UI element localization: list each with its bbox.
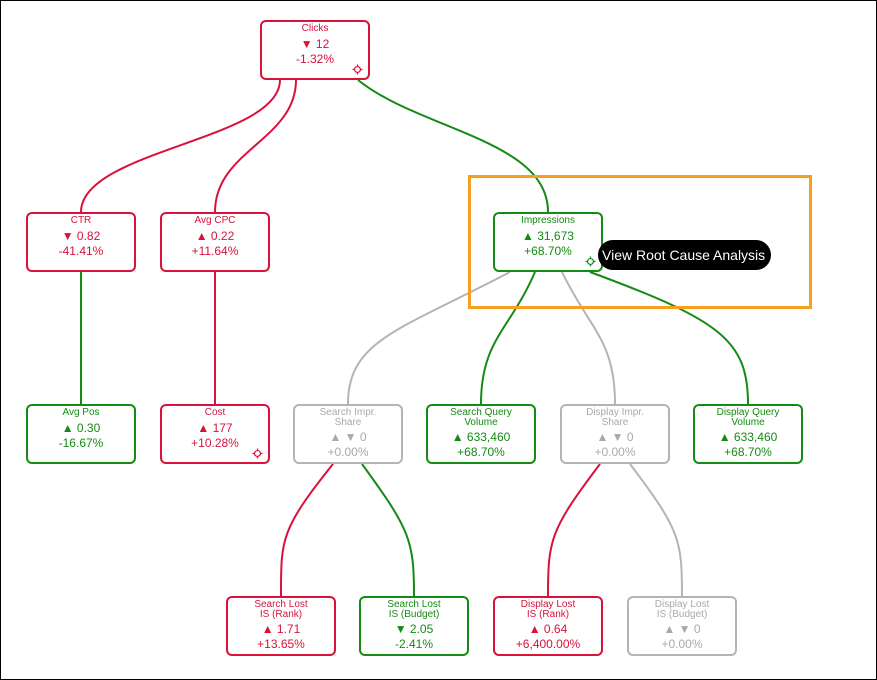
node-change: -16.67%: [58, 436, 104, 450]
edge-clicks-ctr: [80, 79, 281, 213]
node-label: Impressions: [521, 215, 575, 226]
node-change: +13.65%: [257, 637, 305, 651]
node-change: +0.00%: [661, 637, 703, 651]
node-change: +6,400.00%: [515, 637, 581, 651]
edge-impr-searchvol: [480, 271, 536, 405]
node-impressions[interactable]: Impressions ▲ 31,673 +68.70%: [493, 212, 603, 272]
node-display-query-volume[interactable]: Display Query Volume ▲ 633,460 +68.70%: [693, 404, 803, 464]
node-search-impr-share[interactable]: Search Impr. Share ▲ ▼ 0 +0.00%: [293, 404, 403, 464]
node-label-line1: Display Lost: [520, 599, 576, 610]
node-label-line2: IS (Rank): [259, 609, 303, 620]
node-value: ▲ 633,460: [451, 430, 511, 444]
node-value: ▼ 2.05: [394, 622, 434, 636]
node-label: CTR: [70, 215, 92, 226]
node-value: ▼ 0.82: [61, 229, 101, 243]
node-value: ▲ ▼ 0: [596, 430, 634, 444]
node-label-line1: Display Lost: [654, 599, 710, 610]
node-change: +0.00%: [327, 445, 369, 459]
node-label-line2: IS (Rank): [526, 609, 570, 620]
edge-impr-displayshare: [561, 271, 616, 405]
node-label-line1: Display Impr.: [586, 407, 644, 418]
edge-searchshare-budget: [361, 463, 415, 597]
node-change: +68.70%: [524, 244, 572, 258]
node-label-line1: Search Query: [450, 407, 512, 418]
node-value: ▲ 633,460: [718, 430, 778, 444]
node-label-line2: Volume: [731, 417, 765, 428]
node-value: ▲ 177: [197, 421, 233, 435]
node-label-line2: Share: [334, 417, 362, 428]
node-label-line1: Display Query: [716, 407, 780, 418]
node-value: ▲ 1.71: [261, 622, 301, 636]
edge-displayshare-budget: [629, 463, 683, 597]
node-value: ▲ 0.64: [528, 622, 568, 636]
crosshair-move-icon[interactable]: [252, 448, 263, 459]
node-display-lost-is-budget[interactable]: Display Lost IS (Budget) ▲ ▼ 0 +0.00%: [627, 596, 737, 656]
node-value: ▲ 31,673: [522, 229, 574, 243]
node-avg-cpc[interactable]: Avg CPC ▲ 0.22 +11.64%: [160, 212, 270, 272]
node-change: +10.28%: [191, 436, 239, 450]
node-change: +11.64%: [191, 244, 239, 258]
node-value: ▲ ▼ 0: [663, 622, 701, 636]
node-value: ▼ 12: [300, 37, 330, 51]
node-value: ▲ 0.22: [195, 229, 235, 243]
node-cost[interactable]: Cost ▲ 177 +10.28%: [160, 404, 270, 464]
node-change: -2.41%: [394, 637, 434, 651]
edge-impr-searchshare: [347, 271, 511, 405]
edge-searchshare-rank: [279, 463, 334, 597]
node-search-lost-is-rank[interactable]: Search Lost IS (Rank) ▲ 1.71 +13.65%: [226, 596, 336, 656]
node-display-lost-is-rank[interactable]: Display Lost IS (Rank) ▲ 0.64 +6,400.00%: [493, 596, 603, 656]
node-display-impr-share[interactable]: Display Impr. Share ▲ ▼ 0 +0.00%: [560, 404, 670, 464]
crosshair-move-icon[interactable]: [585, 256, 596, 267]
node-label-line2: Volume: [464, 417, 498, 428]
node-change: -1.32%: [295, 52, 335, 66]
node-label-line1: Search Lost: [387, 599, 441, 610]
node-change: -41.41%: [58, 244, 104, 258]
node-value: ▲ 0.30: [61, 421, 101, 435]
node-clicks[interactable]: Clicks ▼ 12 -1.32%: [260, 20, 370, 80]
node-change: +0.00%: [594, 445, 636, 459]
node-label: Clicks: [301, 23, 329, 34]
node-change: +68.70%: [724, 445, 772, 459]
node-ctr[interactable]: CTR ▼ 0.82 -41.41%: [26, 212, 136, 272]
edge-clicks-avgcpc: [214, 79, 297, 213]
node-label: Avg CPC: [194, 215, 236, 226]
node-label: Avg Pos: [62, 407, 100, 418]
edge-displayshare-rank: [547, 463, 601, 597]
edge-clicks-impressions: [357, 79, 549, 213]
edge-impr-displayvol: [589, 271, 749, 405]
node-label-line2: IS (Budget): [388, 609, 440, 620]
node-label-line2: IS (Budget): [656, 609, 708, 620]
node-label-line2: Share: [601, 417, 629, 428]
node-search-lost-is-budget[interactable]: Search Lost IS (Budget) ▼ 2.05 -2.41%: [359, 596, 469, 656]
node-label-line1: Search Lost: [254, 599, 308, 610]
crosshair-move-icon[interactable]: [352, 64, 363, 75]
root-cause-tooltip[interactable]: View Root Cause Analysis: [598, 240, 772, 270]
node-value: ▲ ▼ 0: [329, 430, 367, 444]
node-avg-pos[interactable]: Avg Pos ▲ 0.30 -16.67%: [26, 404, 136, 464]
node-change: +68.70%: [457, 445, 505, 459]
node-search-query-volume[interactable]: Search Query Volume ▲ 633,460 +68.70%: [426, 404, 536, 464]
node-label: Cost: [204, 407, 226, 418]
node-label-line1: Search Impr.: [319, 407, 377, 418]
